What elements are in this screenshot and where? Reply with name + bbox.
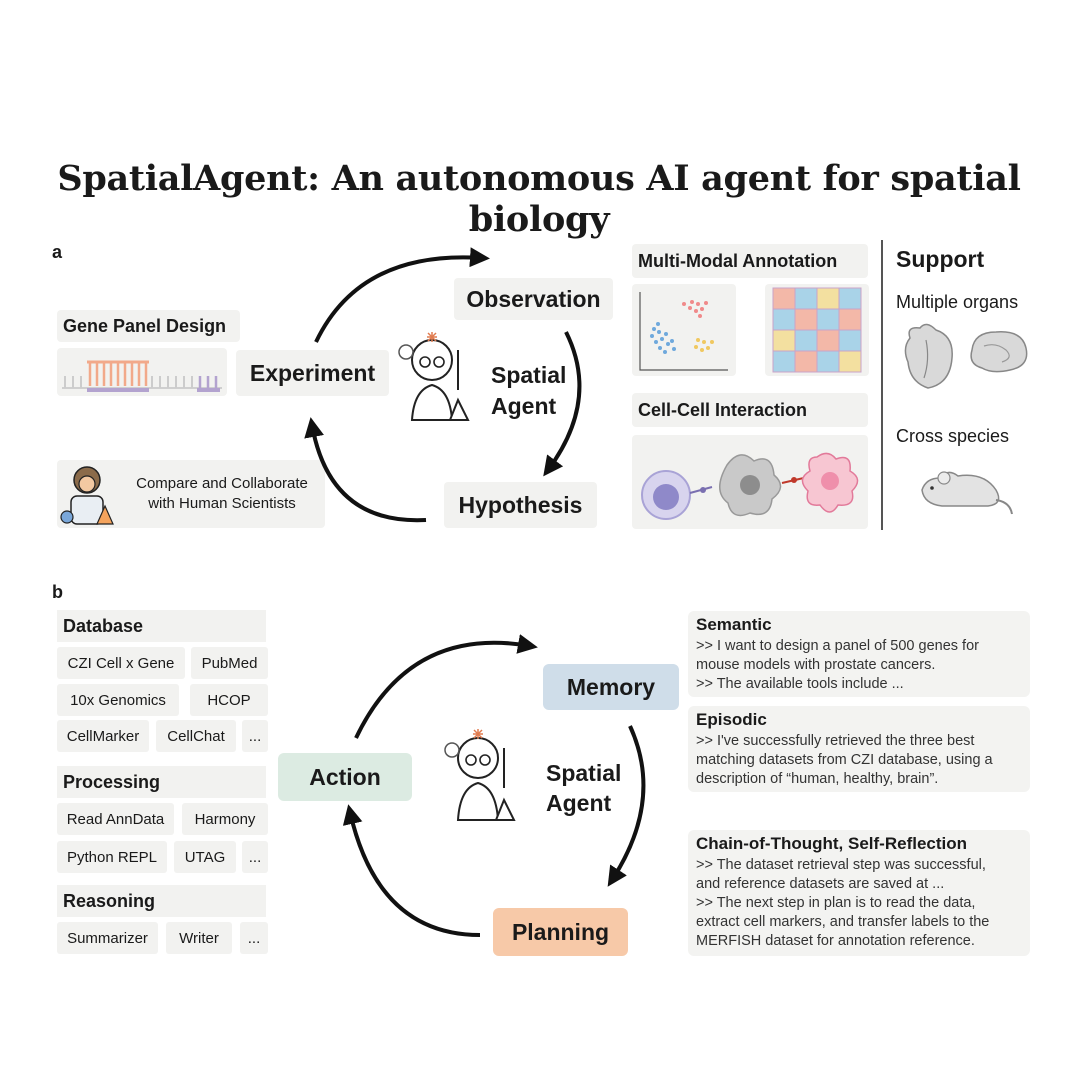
- tool-10x-genomics: 10x Genomics: [57, 684, 179, 716]
- semantic-heading: Semantic: [696, 615, 772, 634]
- page-title: SpatialAgent: An autonomous AI agent for…: [57, 158, 1021, 240]
- semantic-text: >> I want to design a panel of 500 genes…: [696, 638, 979, 692]
- mouse-icon: [914, 460, 1024, 520]
- tissue-annotation: [765, 284, 869, 376]
- heart-icon: [904, 323, 953, 389]
- tool-writer: Writer: [166, 922, 232, 954]
- tool-cellmarker: CellMarker: [57, 720, 149, 752]
- tool-more-database: ...: [242, 720, 268, 752]
- cot-reflection-card: Chain-of-Thought, Self-Reflection >> The…: [688, 830, 1030, 956]
- tool-czi-cellxgene: CZI Cell x Gene: [57, 647, 185, 679]
- tool-cellchat: CellChat: [156, 720, 236, 752]
- support-heading: Support: [896, 246, 985, 272]
- brain-icon: [970, 331, 1028, 373]
- tool-harmony: Harmony: [182, 803, 268, 835]
- panel-b-letter: b: [52, 582, 63, 602]
- multimodal-label: Multi-Modal Annotation: [632, 244, 868, 278]
- observation-node: Observation: [454, 278, 613, 320]
- tool-utag: UTAG: [174, 841, 236, 873]
- action-node: Action: [278, 753, 412, 801]
- tool-read-anndata: Read AnnData: [57, 803, 174, 835]
- tool-hcop: HCOP: [190, 684, 268, 716]
- tool-more-processing: ...: [242, 841, 268, 873]
- database-heading: Database: [57, 610, 266, 642]
- reasoning-heading: Reasoning: [57, 885, 266, 917]
- gene-panel-icon: [62, 360, 222, 392]
- arrow-hypothesis-experiment: [304, 417, 427, 523]
- scientist-icon: [60, 466, 114, 525]
- agent-label-line2: Agent: [491, 393, 557, 419]
- tool-pubmed: PubMed: [191, 647, 268, 679]
- panel-a-letter: a: [52, 242, 63, 262]
- tool-more-reasoning: ...: [240, 922, 268, 954]
- episodic-heading: Episodic: [696, 710, 767, 729]
- semantic-memory-card: Semantic >> I want to design a panel of …: [688, 611, 1030, 697]
- gene-panel-label: Gene Panel Design: [57, 310, 240, 342]
- processing-heading: Processing: [57, 766, 266, 798]
- arrow-action-memory: [354, 634, 538, 739]
- memory-node: Memory: [543, 664, 679, 710]
- collaborate-card: Compare and Collaborate with Human Scien…: [57, 460, 325, 528]
- agent-icon-b: [438, 726, 526, 826]
- support-organs-label: Multiple organs: [896, 292, 1019, 312]
- experiment-node: Experiment: [236, 350, 389, 396]
- planning-node: Planning: [493, 908, 628, 956]
- agent-label-line1: Spatial: [491, 362, 567, 388]
- support-divider: [881, 240, 883, 530]
- cot-heading: Chain-of-Thought, Self-Reflection: [696, 834, 968, 853]
- episodic-memory-card: Episodic >> I've successfully retrieved …: [688, 706, 1030, 792]
- arrow-planning-action: [342, 804, 481, 937]
- organs-figure: [896, 318, 1036, 392]
- agent-b-label-line2: Agent: [546, 790, 612, 816]
- agent-icon: [392, 330, 480, 426]
- collaborate-line1: Compare and Collaborate: [136, 475, 308, 492]
- agent-b-label-line1: Spatial: [546, 760, 622, 786]
- tool-summarizer: Summarizer: [57, 922, 158, 954]
- episodic-text: >> I've successfully retrieved the three…: [696, 733, 993, 787]
- gene-panel-figure: [57, 348, 227, 396]
- collaborate-line2: with Human Scientists: [148, 495, 296, 512]
- hypothesis-node: Hypothesis: [444, 482, 597, 528]
- cellcell-label: Cell-Cell Interaction: [632, 393, 868, 427]
- cell-interaction-figure: [632, 435, 868, 529]
- tool-python-repl: Python REPL: [57, 841, 167, 873]
- support-species-label: Cross species: [896, 426, 1010, 446]
- umap-plot: [632, 284, 736, 376]
- cot-text: >> The dataset retrieval step was succes…: [696, 857, 990, 949]
